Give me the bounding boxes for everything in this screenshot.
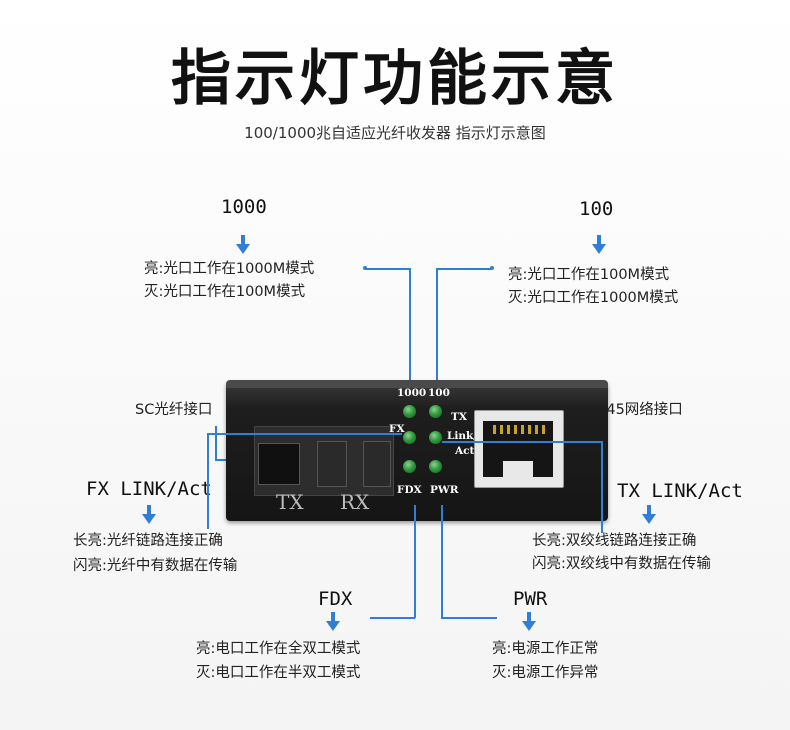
led-label-pwr: PWR bbox=[430, 484, 459, 496]
desc-pwr-off: 灭:电源工作异常 bbox=[492, 665, 599, 681]
led-label-fx: FX bbox=[389, 423, 405, 435]
led-tx-link-act bbox=[429, 431, 442, 444]
rj45-pin bbox=[500, 425, 503, 434]
led-100 bbox=[429, 405, 442, 418]
led-label-fdx: FDX bbox=[397, 484, 422, 496]
rj45-pin bbox=[507, 425, 510, 434]
connector-line bbox=[365, 268, 410, 270]
sc-tx-label: TX bbox=[276, 490, 304, 514]
desc-fdx-on: 亮:电口工作在全双工模式 bbox=[196, 641, 361, 657]
sc-port-label: SC光纤接口 bbox=[135, 402, 213, 418]
sc-rx-slot bbox=[363, 441, 391, 487]
heading-fdx: FDX bbox=[318, 588, 353, 610]
heading-fx-link-act: FX LINK/Act bbox=[86, 478, 212, 500]
led-fdx bbox=[403, 460, 416, 473]
led-pwr bbox=[429, 460, 442, 473]
connector-line bbox=[414, 505, 416, 618]
rj45-pin bbox=[542, 425, 545, 434]
led-label-tx: TX bbox=[451, 411, 467, 423]
arrow-down-icon bbox=[326, 612, 340, 631]
arrow-down-icon bbox=[236, 235, 250, 254]
led-fx-link-act bbox=[403, 431, 416, 444]
arrow-down-icon bbox=[592, 235, 606, 254]
desc-1000-off: 灭:光口工作在100M模式 bbox=[144, 284, 306, 300]
rj45-notch bbox=[503, 461, 533, 477]
connector-line bbox=[215, 426, 217, 460]
rj45-socket bbox=[483, 421, 553, 477]
heading-tx-link-act: TX LINK/Act bbox=[617, 480, 743, 502]
connector-line bbox=[441, 617, 497, 619]
rj45-port-label: RJ45网络接口 bbox=[592, 402, 683, 418]
page-title: 指示灯功能示意 bbox=[171, 44, 619, 114]
led-label-1000: 1000 bbox=[397, 387, 427, 399]
arrow-down-icon bbox=[642, 505, 656, 524]
connector-dot bbox=[490, 266, 494, 270]
connector-line bbox=[601, 441, 603, 533]
led-1000 bbox=[403, 405, 416, 418]
desc-fdx-off: 灭:电口工作在半双工模式 bbox=[196, 665, 361, 681]
rj45-pin bbox=[493, 425, 496, 434]
arrow-down-icon bbox=[522, 612, 536, 631]
rj45-pin bbox=[514, 425, 517, 434]
heading-1000: 1000 bbox=[221, 196, 267, 218]
connector-line bbox=[207, 433, 209, 529]
rj45-port bbox=[474, 410, 564, 488]
connector-line bbox=[442, 441, 602, 443]
connector-line bbox=[370, 617, 415, 619]
led-label-act: Act bbox=[455, 445, 475, 457]
connector-line bbox=[409, 268, 411, 394]
device-top-edge bbox=[226, 380, 608, 388]
connector-line bbox=[436, 268, 492, 270]
desc-tx-flash: 闪亮:双绞线中有数据在传输 bbox=[532, 556, 711, 572]
desc-fx-on: 长亮:光纤链路连接正确 bbox=[73, 533, 223, 549]
page-subtitle: 100/1000兆自适应光纤收发器 指示灯示意图 bbox=[244, 124, 546, 142]
connector-line bbox=[436, 268, 438, 394]
sc-fiber-port bbox=[254, 426, 394, 496]
desc-pwr-on: 亮:电源工作正常 bbox=[492, 641, 599, 657]
connector-line bbox=[207, 433, 402, 435]
desc-tx-on: 长亮:双绞线链路连接正确 bbox=[532, 533, 697, 549]
desc-fx-flash: 闪亮:光纤中有数据在传输 bbox=[73, 558, 238, 574]
heading-100: 100 bbox=[579, 198, 614, 220]
sc-latch bbox=[317, 441, 347, 487]
connector-line bbox=[441, 505, 443, 618]
rj45-pin bbox=[528, 425, 531, 434]
rj45-pin bbox=[535, 425, 538, 434]
desc-1000-on: 亮:光口工作在1000M模式 bbox=[144, 261, 315, 277]
sc-rx-label: RX bbox=[340, 490, 370, 514]
desc-100-on: 亮:光口工作在100M模式 bbox=[508, 267, 670, 283]
rj45-pin bbox=[521, 425, 524, 434]
led-label-100: 100 bbox=[428, 387, 450, 399]
sc-tx-slot bbox=[258, 443, 300, 485]
led-label-link: Link/ bbox=[447, 430, 478, 442]
arrow-down-icon bbox=[142, 505, 156, 524]
heading-pwr: PWR bbox=[513, 588, 548, 610]
desc-100-off: 灭:光口工作在1000M模式 bbox=[508, 290, 679, 306]
